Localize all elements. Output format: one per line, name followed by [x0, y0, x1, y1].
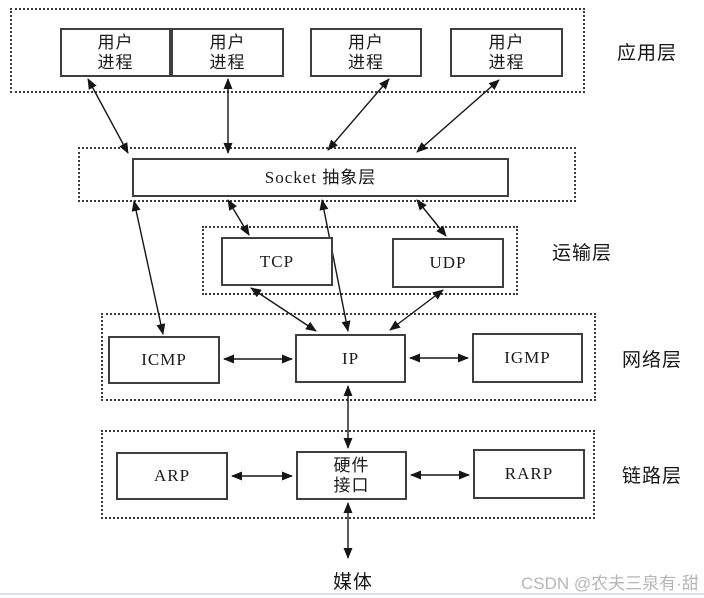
box-user-process-1: 用户 进程	[60, 28, 171, 77]
box-user-process-4: 用户 进程	[450, 28, 563, 77]
box-arp: ARP	[116, 452, 228, 500]
box-socket-abstraction-layer: Socket 抽象层	[132, 158, 509, 197]
box-udp: UDP	[392, 238, 504, 288]
csdn-watermark: CSDN @农夫三泉有·甜	[521, 574, 699, 593]
label-application-layer: 应用层	[617, 43, 678, 64]
box-igmp: IGMP	[472, 333, 583, 383]
transport-layer-container	[202, 226, 518, 295]
label-link-layer: 链路层	[622, 466, 683, 487]
box-ip: IP	[295, 334, 406, 383]
box-rarp: RARP	[473, 449, 585, 499]
label-network-layer: 网络层	[622, 350, 683, 371]
bottom-divider	[0, 593, 704, 595]
box-hardware-interface: 硬件 接口	[296, 451, 407, 500]
label-transport-layer: 运输层	[552, 243, 613, 264]
box-tcp: TCP	[221, 237, 333, 286]
application-layer-container	[10, 8, 585, 93]
label-media: 媒体	[333, 572, 374, 593]
box-user-process-3: 用户 进程	[310, 28, 422, 77]
box-user-process-2: 用户 进程	[171, 28, 284, 77]
box-icmp: ICMP	[108, 336, 220, 384]
